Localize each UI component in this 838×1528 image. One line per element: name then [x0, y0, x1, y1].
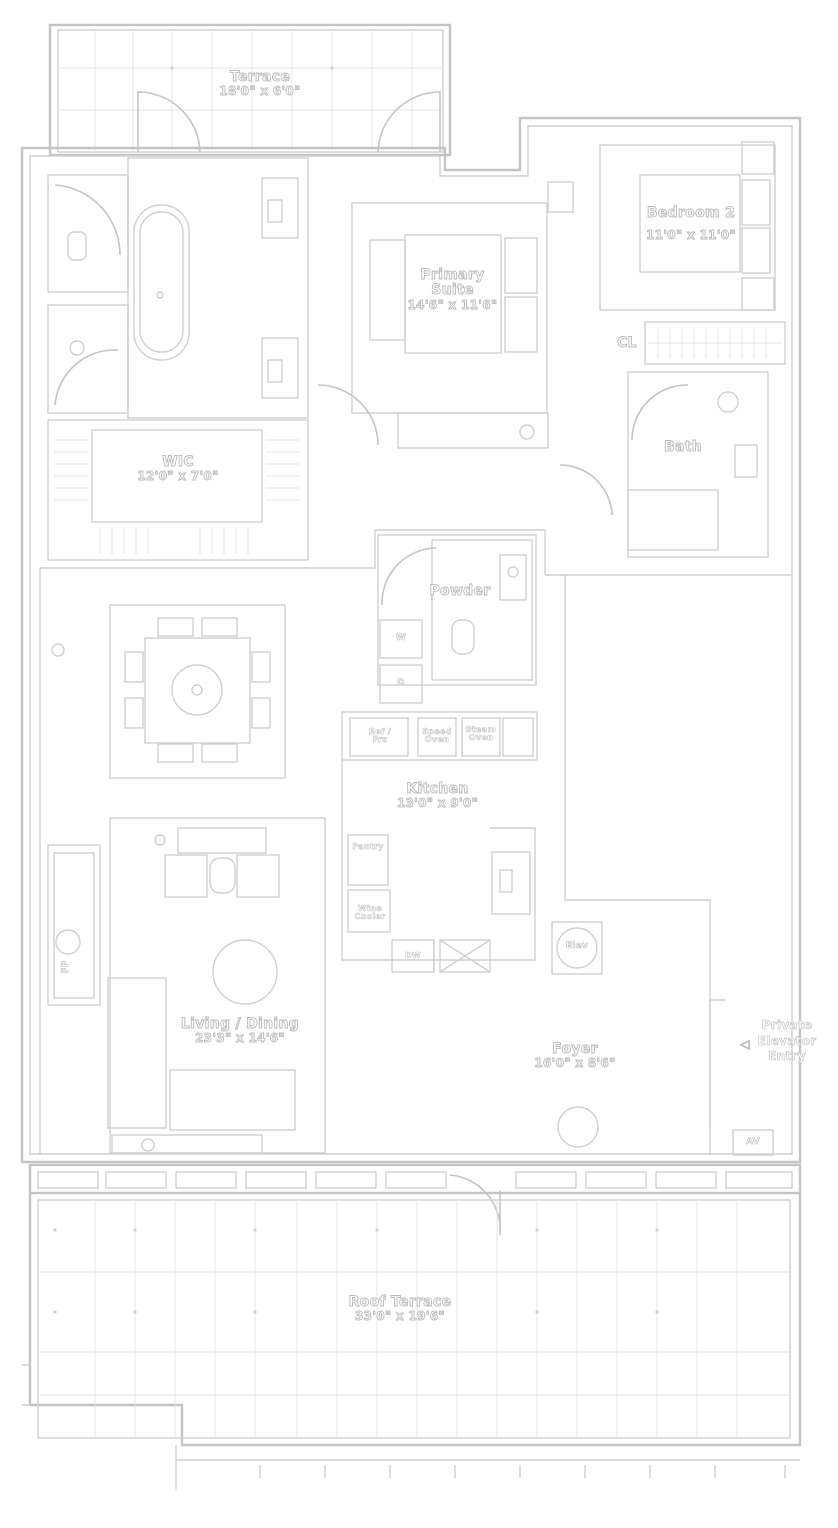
roof-terrace-name: Roof Terrace: [348, 1294, 452, 1310]
kitchen-name: Kitchen: [406, 781, 469, 797]
roof-terrace-area: [22, 66, 802, 1490]
dining-table: [51, 604, 286, 779]
terrace-label: Terrace 18'0" x 6'0": [205, 69, 315, 99]
terrace-area: [48, 23, 452, 157]
dishwasher-label: DW: [404, 951, 422, 960]
washer-label: W: [395, 633, 407, 643]
foyer: [557, 999, 774, 1156]
refrigerator-label: Ref / Frz: [368, 727, 392, 745]
roof-terrace-dimensions: 33'0" x 19'6": [355, 1309, 446, 1324]
primary-suite-name-line2: Suite: [431, 282, 474, 299]
bedroom-2-name: Bedroom 2: [646, 205, 736, 221]
living-dining-dimensions: 23'3" x 14'6": [195, 1031, 286, 1046]
steam-oven-label: Steam Oven: [465, 725, 497, 743]
powder-room: [377, 534, 537, 704]
speed-oven-label: Speed Oven: [422, 727, 452, 745]
bath-label: Bath: [664, 439, 703, 456]
kitchen: [341, 711, 603, 975]
kitchen-label: Kitchen 13'0" x 9'0": [380, 781, 495, 811]
roof-terrace-label: Roof Terrace 33'0" x 19'6": [330, 1294, 470, 1324]
living-dining-name: Living / Dining: [180, 1016, 300, 1032]
foyer-name: Foyer: [552, 1041, 598, 1057]
private-elevator-entry-label: Private Elevator Entry: [752, 1018, 822, 1065]
entry-line-2: Elevator: [757, 1033, 817, 1048]
bedroom-2: [547, 141, 776, 311]
bedroom-2-label: Bedroom 2 11'0" x 11'0": [636, 205, 746, 243]
wic-label: WIC 12'0" x 7'0": [118, 454, 238, 484]
exterior-walls: [20, 116, 802, 1164]
wic-dimensions: 12'0" x 7'0": [137, 469, 219, 484]
terrace-dimensions: 18'0" x 6'0": [219, 84, 301, 99]
foyer-dimensions: 16'0" x 8'6": [534, 1056, 616, 1071]
entry-arrow-icon: ◁: [740, 1037, 750, 1051]
fireplace-label: FP: [61, 960, 72, 974]
wic-name: WIC: [162, 454, 194, 470]
closet-shelving: [644, 321, 786, 365]
entry-line-1: Private: [761, 1018, 813, 1033]
bath-2: [627, 371, 769, 558]
elevator-label: Elev: [565, 941, 589, 951]
primary-suite-dimensions: 14'6" x 11'6": [407, 297, 498, 312]
foyer-label: Foyer 16'0" x 8'6": [520, 1041, 630, 1071]
living-dining-label: Living / Dining 23'3" x 14'6": [170, 1016, 310, 1046]
closet-label: CL: [617, 335, 637, 352]
primary-bath: [47, 157, 309, 419]
bedroom-2-dimensions: 11'0" x 11'0": [646, 228, 737, 243]
entry-line-3: Entry: [768, 1049, 806, 1064]
powder-label: Powder: [429, 583, 491, 600]
pantry-label: Pantry: [352, 842, 384, 851]
interior-partitions: [39, 529, 792, 1154]
wine-cooler-label: Wine Cooler: [354, 904, 386, 922]
primary-suite: [317, 202, 613, 516]
living-room: [47, 817, 326, 1154]
primary-suite-label: Primary Suite 14'6" x 11'6": [400, 267, 505, 312]
dryer-label: D: [397, 678, 405, 688]
av-label: AV: [746, 1137, 760, 1147]
walk-in-closet: [47, 419, 309, 561]
terrace-name: Terrace: [229, 69, 291, 85]
primary-suite-name-line1: Primary: [420, 267, 485, 284]
kitchen-dimensions: 13'0" x 9'0": [396, 796, 479, 811]
